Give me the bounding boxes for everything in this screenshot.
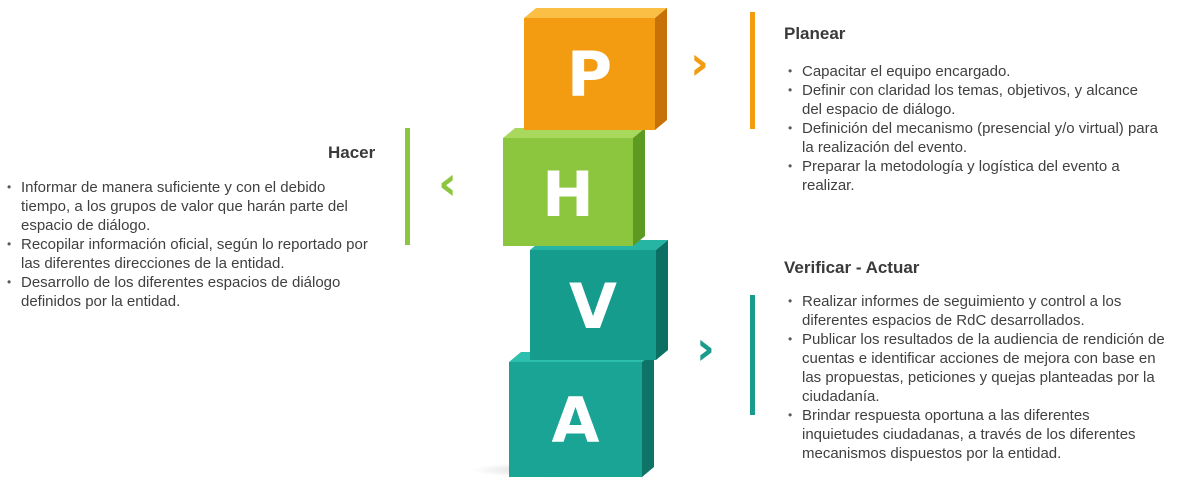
list-item: Definir con claridad los temas, objetivo… xyxy=(784,81,1159,119)
planear-title: Planear xyxy=(784,24,846,43)
list-item: Informar de manera suficiente y con el d… xyxy=(3,178,373,235)
cube-a: A xyxy=(509,352,654,477)
list-item: Definición del mecanismo (presencial y/o… xyxy=(784,119,1159,157)
planear-chevron-icon: › xyxy=(690,36,709,90)
cube-p-letter: P xyxy=(566,38,613,111)
list-item: Desarrollo de los diferentes espacios de… xyxy=(3,273,373,311)
list-item: Capacitar el equipo encargado. xyxy=(784,62,1159,81)
hacer-bar xyxy=(405,128,410,245)
list-item: Recopilar información oficial, según lo … xyxy=(3,235,373,273)
cube-v: V xyxy=(530,240,668,360)
cube-p: P xyxy=(524,8,667,130)
planear-list: Capacitar el equipo encargado. Definir c… xyxy=(784,62,1159,195)
verificar-list: Realizar informes de seguimiento y contr… xyxy=(784,292,1169,463)
list-item: Realizar informes de seguimiento y contr… xyxy=(784,292,1169,330)
verificar-bar xyxy=(750,295,755,415)
hacer-title: Hacer xyxy=(328,143,376,162)
planear-bar xyxy=(750,12,755,129)
verificar-title: Verificar - Actuar xyxy=(784,258,920,277)
verificar-chevron-icon: › xyxy=(696,321,715,375)
cube-h-letter: H xyxy=(542,158,594,231)
cube-a-letter: A xyxy=(551,384,600,457)
cube-h: H xyxy=(503,128,645,246)
list-item: Brindar respuesta oportuna a las diferen… xyxy=(784,406,1169,463)
cube-v-letter: V xyxy=(569,270,617,343)
hacer-list: Informar de manera suficiente y con el d… xyxy=(3,178,373,311)
list-item: Publicar los resultados de la audiencia … xyxy=(784,330,1169,406)
hacer-chevron-icon: ‹ xyxy=(438,156,457,210)
list-item: Preparar la metodología y logística del … xyxy=(784,157,1159,195)
